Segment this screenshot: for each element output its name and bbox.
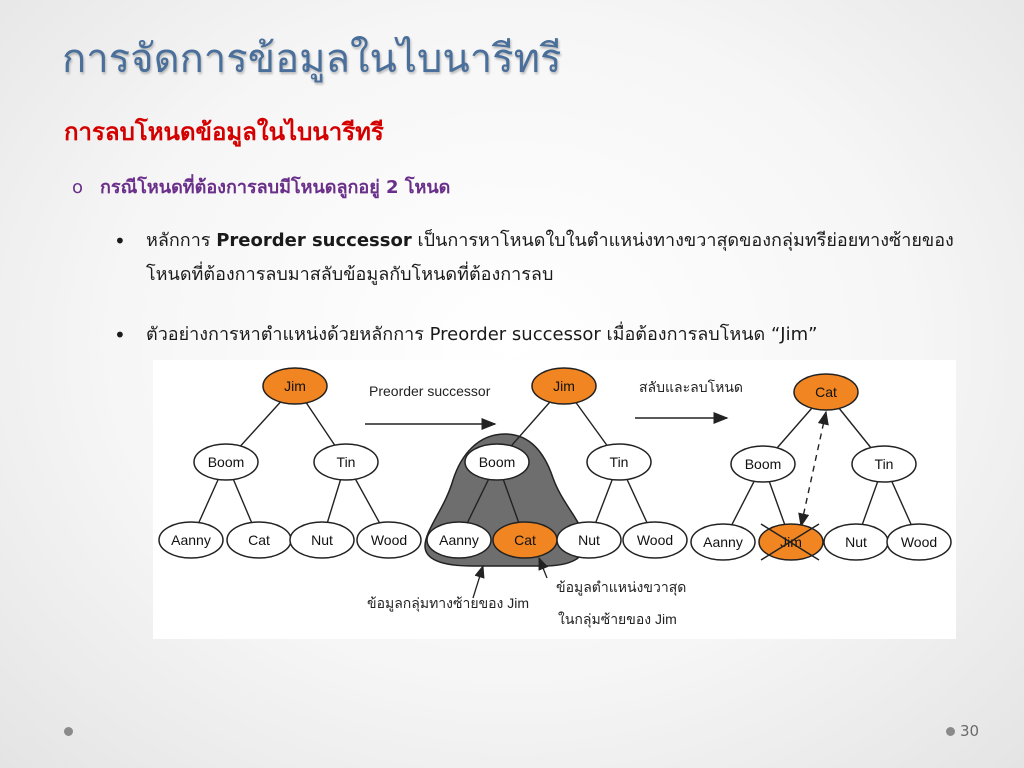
bullet-principle-prefix: หลักการ xyxy=(146,230,217,251)
tree-node-shape xyxy=(289,521,355,559)
tree-node-label: Cat xyxy=(514,532,536,548)
bullet-example-text: ตัวอย่างการหาตำแหน่งด้วยหลักการ Preorder… xyxy=(146,324,818,345)
tree-node-shape xyxy=(622,521,688,559)
tree-node-label: Boom xyxy=(745,456,782,472)
arrow-preorder-successor-label: Preorder successor xyxy=(369,383,491,399)
tree-node-shape xyxy=(690,523,756,561)
tree-node-shape xyxy=(464,443,530,481)
caption-left: ข้อมูลกลุ่มทางซ้ายของ Jim xyxy=(367,595,529,612)
tree-node-cat: Cat xyxy=(226,521,292,559)
tree-node-tin: Tin xyxy=(586,443,652,481)
tree-node-label: Nut xyxy=(578,532,600,548)
caption-right-line1: ข้อมูลตำแหน่งขวาสุด xyxy=(556,579,686,596)
tree-node-boom: Boom xyxy=(193,443,259,481)
caption-right-line2: ในกลุ่มซ้ายของ Jim xyxy=(558,611,677,628)
arrow-swap-delete-label: สลับและลบโหนด xyxy=(639,379,743,395)
tree-node-shape xyxy=(426,521,492,559)
bullet-principle-suffix: เป็นการหาโหนดใบในตำแหน่งทางขวาสุดของกลุ่… xyxy=(146,230,954,285)
tree-node-cat: Cat xyxy=(492,521,558,559)
tree-node-shape xyxy=(531,367,597,405)
tree-node-boom: Boom xyxy=(464,443,530,481)
tree-node-label: Cat xyxy=(815,384,837,400)
tree-node-tin: Tin xyxy=(851,445,917,483)
tree-node-shape xyxy=(313,443,379,481)
tree-node-shape xyxy=(886,523,952,561)
tree-node-shape xyxy=(851,445,917,483)
case-heading-text: กรณีโหนดที่ต้องการลบมีโหนดลูกอยู่ 2 โหนด xyxy=(100,177,451,198)
tree-node-label: Boom xyxy=(208,454,245,470)
tree-node-cat: Cat xyxy=(793,373,859,411)
bullet-principle-text: หลักการ Preorder successor เป็นการหาโหนด… xyxy=(146,224,966,292)
tree-node-label: Nut xyxy=(311,532,333,548)
tree-node-label: Wood xyxy=(371,532,407,548)
tree-node-label: Aanny xyxy=(171,532,211,548)
circle-bullet-icon: o xyxy=(72,177,84,198)
tree-node-label: Jim xyxy=(553,378,575,394)
page-number: 30 xyxy=(960,722,980,740)
tree-node-shape xyxy=(556,521,622,559)
tree-node-label: Aanny xyxy=(439,532,479,548)
tree-node-label: Boom xyxy=(479,454,516,470)
tree-node-wood: Wood xyxy=(886,523,952,561)
tree-node-jim: Jim xyxy=(262,367,328,405)
tree-node-label: Tin xyxy=(610,454,629,470)
tree-node-nut: Nut xyxy=(823,523,889,561)
tree-node-aanny: Aanny xyxy=(690,523,756,561)
caption-left-pointer xyxy=(472,564,485,599)
footer-dot-left xyxy=(64,727,73,736)
tree-node-jim: Jim xyxy=(758,523,824,561)
swap-dashed-arrow xyxy=(798,410,829,528)
tree-node-label: Aanny xyxy=(703,534,743,550)
tree-node-boom: Boom xyxy=(730,445,796,483)
tree-node-label: Cat xyxy=(248,532,270,548)
tree-node-label: Wood xyxy=(901,534,937,550)
bullet-principle-keyword: Preorder successor xyxy=(216,230,412,251)
slide-title: การจัดการข้อมูลในไบนารีทรี xyxy=(62,36,562,82)
tree-node-label: Tin xyxy=(337,454,356,470)
slide-subtitle: การลบโหนดข้อมูลในไบนารีทรี xyxy=(64,118,384,146)
tree-node-shape xyxy=(193,443,259,481)
footer-dot-right xyxy=(946,727,955,736)
tree-node-label: Wood xyxy=(637,532,673,548)
cross-out-line xyxy=(760,523,820,561)
tree-node-label: Jim xyxy=(284,378,306,394)
tree-node-shape xyxy=(262,367,328,405)
tree-node-label: Tin xyxy=(875,456,894,472)
tree-node-shape xyxy=(586,443,652,481)
tree-node-shape xyxy=(158,521,224,559)
tree-node-aanny: Aanny xyxy=(426,521,492,559)
tree-node-nut: Nut xyxy=(556,521,622,559)
caption-right-pointer xyxy=(538,556,549,579)
bullet-dot-icon: • xyxy=(114,323,126,347)
tree-diagram-figure: Preorder successor สลับและลบโหนด ข้อมูลก… xyxy=(153,360,956,639)
tree-node-label: Nut xyxy=(845,534,867,550)
tree-node-aanny: Aanny xyxy=(158,521,224,559)
case-heading: o กรณีโหนดที่ต้องการลบมีโหนดลูกอยู่ 2 โหน… xyxy=(72,172,450,201)
tree-node-wood: Wood xyxy=(622,521,688,559)
tree-node-shape xyxy=(730,445,796,483)
tree-node-nut: Nut xyxy=(289,521,355,559)
tree-node-wood: Wood xyxy=(356,521,422,559)
bullet-dot-icon: • xyxy=(114,229,126,253)
tree-node-jim: Jim xyxy=(531,367,597,405)
tree-node-shape xyxy=(793,373,859,411)
tree-node-tin: Tin xyxy=(313,443,379,481)
tree-diagram: Preorder successor สลับและลบโหนด ข้อมูลก… xyxy=(158,367,952,628)
tree-node-shape xyxy=(356,521,422,559)
